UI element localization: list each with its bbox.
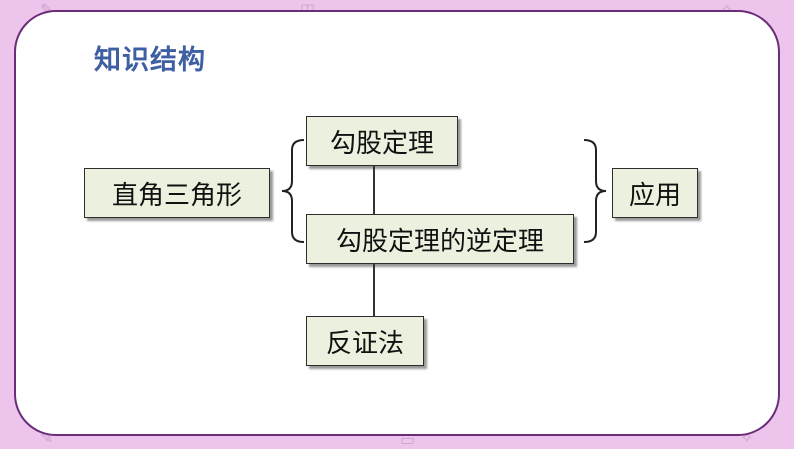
node-proof-by-contradiction: 反证法 [306, 316, 424, 366]
node-converse-theorem: 勾股定理的逆定理 [306, 214, 574, 264]
right-brace [582, 138, 610, 244]
page-title: 知识结构 [94, 38, 206, 77]
connector-converse-to-proof [373, 264, 375, 316]
connector-theorem-to-converse [373, 166, 375, 214]
left-brace [278, 138, 306, 244]
node-right-triangle: 直角三角形 [84, 168, 270, 218]
node-pythagorean-theorem: 勾股定理 [306, 116, 458, 166]
node-application: 应用 [612, 168, 698, 218]
